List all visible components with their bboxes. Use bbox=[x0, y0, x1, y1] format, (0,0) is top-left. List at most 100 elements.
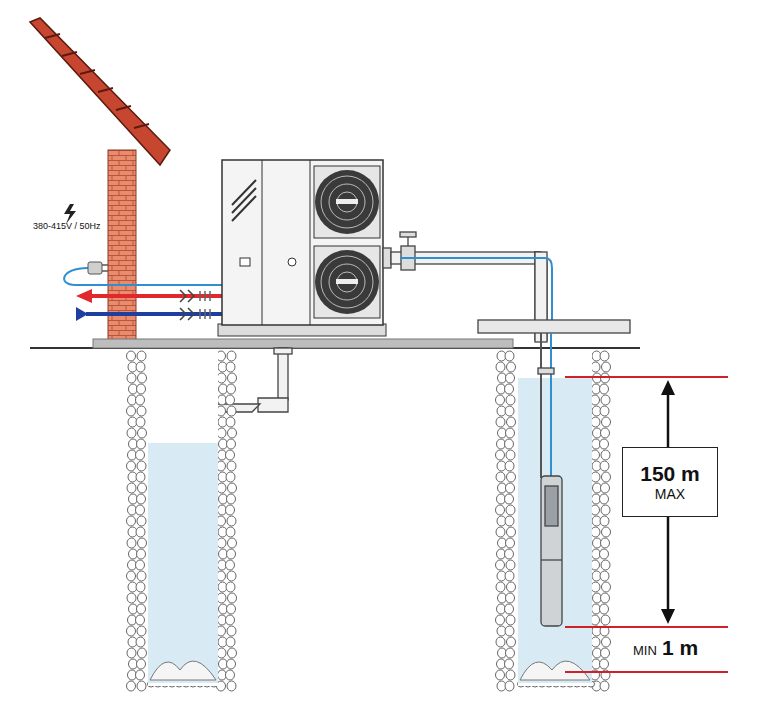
stone bbox=[496, 450, 505, 460]
stone bbox=[505, 604, 514, 614]
stone bbox=[601, 450, 610, 460]
stone bbox=[127, 461, 136, 471]
stone bbox=[228, 483, 237, 493]
stone bbox=[136, 527, 145, 537]
stone bbox=[127, 483, 136, 493]
stone bbox=[228, 428, 237, 438]
stone bbox=[136, 505, 145, 515]
stone bbox=[226, 670, 235, 680]
stone bbox=[127, 406, 136, 416]
stone bbox=[505, 659, 514, 669]
stone bbox=[591, 362, 600, 372]
stone bbox=[137, 494, 146, 504]
stone bbox=[138, 373, 147, 383]
supply-pipe bbox=[383, 232, 630, 626]
stone bbox=[138, 593, 147, 603]
stone bbox=[137, 516, 146, 526]
stone bbox=[600, 406, 609, 416]
stone bbox=[137, 406, 146, 416]
stone bbox=[228, 648, 237, 658]
dimension-box: 150 mMAX bbox=[622, 447, 718, 517]
water bbox=[518, 378, 592, 683]
stone bbox=[227, 384, 236, 394]
stone bbox=[506, 395, 515, 405]
stone bbox=[226, 582, 235, 592]
stone bbox=[227, 461, 236, 471]
stone bbox=[602, 582, 611, 592]
stone bbox=[227, 351, 236, 361]
stone bbox=[136, 472, 145, 482]
stone bbox=[591, 527, 600, 537]
stone bbox=[600, 549, 609, 559]
stone bbox=[227, 439, 236, 449]
stone bbox=[226, 395, 235, 405]
stone bbox=[496, 670, 505, 680]
stone bbox=[217, 483, 226, 493]
stone bbox=[601, 428, 610, 438]
stone bbox=[226, 472, 235, 482]
stone bbox=[506, 505, 515, 515]
stone bbox=[136, 615, 145, 625]
stone bbox=[136, 395, 145, 405]
stone bbox=[506, 648, 515, 658]
stone bbox=[591, 637, 600, 647]
stone bbox=[127, 648, 136, 658]
stone bbox=[600, 571, 609, 581]
stone bbox=[505, 439, 514, 449]
stone bbox=[505, 626, 514, 636]
stone bbox=[137, 659, 146, 669]
stone bbox=[217, 648, 226, 658]
roof bbox=[30, 18, 170, 165]
stone bbox=[226, 362, 235, 372]
stone bbox=[600, 439, 609, 449]
stone bbox=[506, 593, 515, 603]
voltage-label: 380-415V / 50Hz bbox=[33, 221, 101, 231]
stone bbox=[507, 527, 516, 537]
stone bbox=[601, 648, 610, 658]
stone bbox=[602, 472, 611, 482]
stone bbox=[506, 450, 515, 460]
stone bbox=[226, 417, 235, 427]
stone bbox=[505, 494, 514, 504]
stone bbox=[137, 549, 146, 559]
plug bbox=[88, 262, 102, 274]
stone bbox=[217, 593, 226, 603]
stone bbox=[136, 582, 145, 592]
stone bbox=[138, 538, 147, 548]
stone bbox=[226, 527, 235, 537]
stone bbox=[136, 670, 145, 680]
heating-lines bbox=[76, 289, 222, 321]
stone bbox=[506, 373, 515, 383]
stone bbox=[506, 615, 515, 625]
stone bbox=[127, 571, 136, 581]
stone bbox=[226, 637, 235, 647]
stone bbox=[507, 637, 516, 647]
stone bbox=[136, 362, 145, 372]
stone bbox=[137, 571, 146, 581]
stone bbox=[601, 538, 610, 548]
stone bbox=[600, 461, 609, 471]
stone bbox=[507, 362, 516, 372]
stone bbox=[227, 681, 236, 691]
stone bbox=[496, 472, 505, 482]
stone bbox=[136, 560, 145, 570]
stone bbox=[127, 681, 136, 691]
stone bbox=[226, 615, 235, 625]
stone bbox=[127, 593, 136, 603]
stone bbox=[138, 428, 147, 438]
dimension-prefix: MIN bbox=[633, 643, 657, 658]
stone bbox=[227, 494, 236, 504]
stone bbox=[507, 472, 516, 482]
stone bbox=[601, 483, 610, 493]
stone bbox=[591, 472, 600, 482]
stone bbox=[505, 516, 514, 526]
stone bbox=[505, 571, 514, 581]
stone bbox=[600, 604, 609, 614]
stone bbox=[505, 549, 514, 559]
stone bbox=[137, 461, 146, 471]
dimension-value: 1 m bbox=[662, 636, 698, 660]
stone bbox=[138, 648, 147, 658]
stone bbox=[506, 483, 515, 493]
stone bbox=[506, 670, 515, 680]
